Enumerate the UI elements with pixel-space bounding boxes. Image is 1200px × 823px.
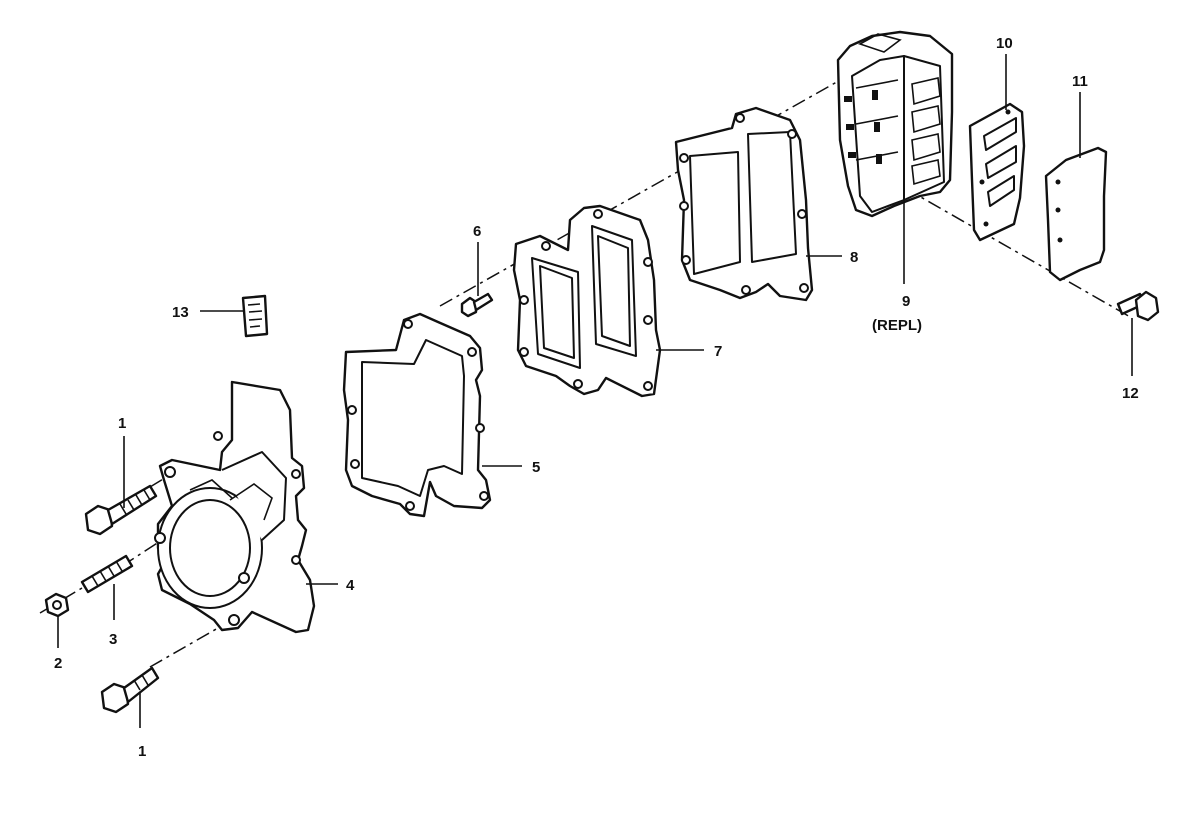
bolt-hole (291, 469, 301, 479)
reed-petals-part-10 (968, 102, 1026, 242)
callout-7: 7 (714, 343, 722, 360)
callout-5: 5 (532, 459, 540, 476)
bolt-hole (154, 532, 166, 544)
bolt-hole (238, 572, 250, 584)
callout-9: 9 (902, 293, 910, 310)
bolt-part-1-lower (100, 666, 160, 714)
stud-part-3 (80, 554, 134, 594)
bolt-hole (164, 466, 176, 478)
callout-2: 2 (54, 655, 62, 672)
callout-13: 13 (172, 304, 189, 321)
gasket-part-8 (674, 106, 814, 302)
callout-8: 8 (850, 249, 858, 266)
callout-6: 6 (473, 223, 481, 240)
reed-block-part-9 (836, 30, 954, 218)
callout-12: 12 (1122, 385, 1139, 402)
reed-plate-part-7 (512, 204, 662, 398)
assembly-axis-lower (904, 187, 1133, 319)
adapter-plate-part-4 (154, 380, 316, 634)
callout-9-sub: (REPL) (872, 317, 922, 334)
decal-part-13 (241, 294, 269, 338)
bolt-hole (291, 555, 301, 565)
screw-part-12 (1116, 290, 1160, 322)
gasket-part-5 (342, 312, 492, 518)
bolt-hole (213, 431, 223, 441)
callout-1-lower: 1 (138, 743, 146, 760)
callout-11: 11 (1072, 73, 1088, 90)
callout-10: 10 (996, 35, 1013, 52)
assembly-axis-bolt-lower (149, 619, 233, 668)
nut-part-2 (44, 592, 70, 618)
callout-1-upper: 1 (118, 415, 126, 432)
bolt-part-1-upper (84, 484, 158, 536)
callout-4: 4 (346, 577, 355, 594)
callout-3: 3 (109, 631, 117, 648)
reed-stop-part-11 (1044, 146, 1108, 282)
bolt-hole (228, 614, 240, 626)
screw-part-6 (460, 292, 494, 318)
